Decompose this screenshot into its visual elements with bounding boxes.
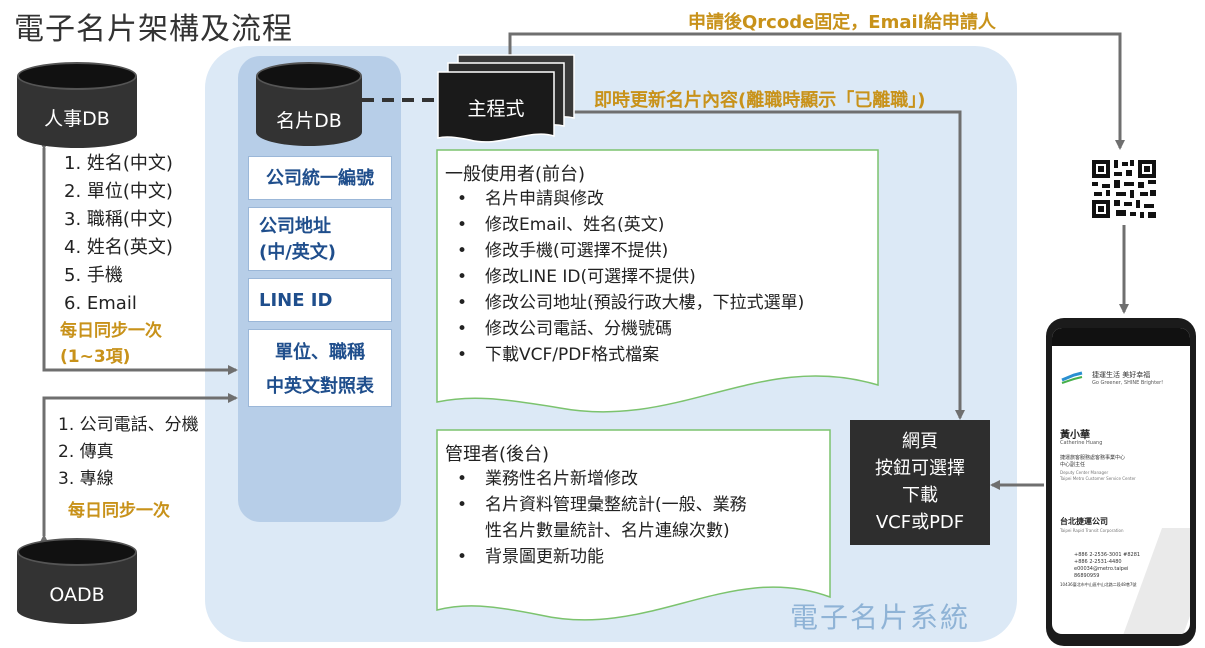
qr-note: 申請後Qrcode固定，Email給申請人 <box>688 12 996 33</box>
oa-field: 1. 公司電話、分機 <box>58 415 199 435</box>
card-title-en: Deputy Center Manager <box>1060 470 1109 475</box>
frontend-list: 名片申請與修改 修改Email、姓名(英文) 修改手機(可選擇不提供) 修改LI… <box>445 186 804 368</box>
card-title-zh: 捷運旅客服務處客務事業中心 <box>1060 455 1126 461</box>
backend-features: 管理者(後台) 業務性名片新增修改 名片資料管理彙整統計(一般、業務 性名片數量… <box>445 440 747 570</box>
webpage-download-box: 網頁 按鈕可選擇 下載 VCF或PDF <box>850 420 990 545</box>
qr-arrow <box>508 32 1125 150</box>
oa-field-list: 1. 公司電話、分機 2. 傳真 3. 專線 <box>58 412 199 493</box>
update-arrow <box>550 110 965 420</box>
card-company: 台北捷運公司 <box>1060 517 1108 526</box>
list-item: 修改手機(可選擇不提供) <box>445 238 804 264</box>
db-item-tax-id: 公司統一編號 <box>248 156 392 200</box>
oa-db-icon: OADB <box>17 538 137 624</box>
hr-field: 3. 職稱(中文) <box>64 209 173 230</box>
program-doc-front <box>437 71 555 143</box>
list-item-text: 名片資料管理彙整統計(一般、業務 <box>485 495 747 515</box>
update-note: 即時更新名片內容(離職時顯示「已離職」) <box>594 90 926 111</box>
card-slogan-en: Go Greener, SHINE Brighter! <box>1092 380 1164 386</box>
card-slogan: 捷運生活 美好幸福 <box>1092 371 1151 379</box>
phone-screen: 捷運生活 美好幸福 Go Greener, SHINE Brighter! 黃小… <box>1052 328 1190 634</box>
qr-code-icon <box>1090 158 1158 220</box>
page-title: 電子名片架構及流程 <box>14 12 293 47</box>
list-item: 背景圖更新功能 <box>445 544 747 570</box>
frontend-title: 一般使用者(前台) <box>445 164 586 185</box>
hr-field-list: 1. 姓名(中文) 2. 單位(中文) 3. 職稱(中文) 4. 姓名(英文) … <box>64 150 173 318</box>
list-item: 修改Email、姓名(英文) <box>445 212 804 238</box>
status-bar <box>1052 328 1190 346</box>
card-decoration <box>1121 528 1190 634</box>
card-title-en: Taipei Metro Customer Service Center <box>1060 476 1136 481</box>
card-db-icon: 名片DB <box>256 62 362 146</box>
card-tel: +886 2-2536-3001 #8281 <box>1074 552 1141 558</box>
db-item-label: (中/英文) <box>259 242 337 263</box>
main-program-label: 主程式 <box>467 98 525 120</box>
db-item-address: 公司地址 (中/英文) <box>248 207 392 271</box>
webpage-line: 網頁 <box>902 431 938 452</box>
card-title-zh: 中心副主任 <box>1060 462 1086 468</box>
list-item: 下載VCF/PDF格式檔案 <box>445 342 804 368</box>
list-item: 名片資料管理彙整統計(一般、業務 性名片數量統計、名片連線次數) <box>445 492 747 544</box>
list-item-text: 業務性名片新增修改 <box>485 469 638 489</box>
webpage-line: 下載 <box>902 485 938 506</box>
hr-sync-arrow <box>39 140 238 375</box>
list-item: 修改公司地址(預設行政大樓，下拉式選單) <box>445 290 804 316</box>
oa-sync-note: 每日同步一次 <box>68 501 170 521</box>
card-company-en: Taipei Rapid Transit Corporation <box>1060 528 1124 533</box>
list-item-text: 背景圖更新功能 <box>485 547 604 567</box>
oa-field: 2. 傳真 <box>58 442 114 462</box>
hr-db-label: 人事DB <box>44 108 110 130</box>
card-email: e00034@metro.taipei <box>1074 566 1129 572</box>
db-item-title-map: 單位、職稱 中英文對照表 <box>248 329 392 407</box>
hr-db-icon: 人事DB <box>17 62 137 148</box>
db-item-label: 公司統一編號 <box>266 168 374 189</box>
system-label: 電子名片系統 <box>790 601 971 634</box>
card-name-en: Catherine Huang <box>1060 440 1103 446</box>
card-address: 10436臺北市中山區中山北路二段48巷7號 <box>1060 582 1137 587</box>
list-item: 業務性名片新增修改 <box>445 466 747 492</box>
hr-field: 2. 單位(中文) <box>64 181 173 202</box>
list-item: 修改LINE ID(可選擇不提供) <box>445 264 804 290</box>
backend-list: 業務性名片新增修改 名片資料管理彙整統計(一般、業務 性名片數量統計、名片連線次… <box>445 466 747 570</box>
db-item-label: LINE ID <box>259 290 333 311</box>
oa-db-label: OADB <box>49 584 105 606</box>
backend-title: 管理者(後台) <box>445 444 550 465</box>
hr-field: 5. 手機 <box>64 265 123 286</box>
phone-mockup: 捷運生活 美好幸福 Go Greener, SHINE Brighter! 黃小… <box>1046 318 1196 646</box>
list-item: 修改公司電話、分機號碼 <box>445 316 804 342</box>
card-name: 黃小華 <box>1060 430 1090 441</box>
db-item-line-id: LINE ID <box>248 278 392 322</box>
db-item-label: 單位、職稱 <box>275 342 365 363</box>
hr-field: 1. 姓名(中文) <box>64 153 173 174</box>
webpage-line: VCF或PDF <box>875 512 965 533</box>
oa-sync-arrow <box>39 393 238 544</box>
card-db-label: 名片DB <box>276 110 342 132</box>
card-tel: +886 2-2531-4480 <box>1074 559 1122 565</box>
hr-field: 6. Email <box>64 293 137 314</box>
hr-sync-note: 每日同步一次 (1~3項) <box>60 318 162 370</box>
db-item-label: 公司地址 <box>259 216 331 237</box>
hr-sync-note-line: 每日同步一次 <box>60 321 162 341</box>
card-line: 86890959 <box>1074 573 1100 579</box>
list-item: 名片申請與修改 <box>445 186 804 212</box>
hr-sync-note-line: (1~3項) <box>60 347 131 367</box>
metro-logo-icon <box>1060 370 1084 384</box>
hr-field: 4. 姓名(英文) <box>64 237 173 258</box>
webpage-line: 按鈕可選擇 <box>875 458 965 479</box>
db-item-label: 中英文對照表 <box>266 376 374 397</box>
frontend-features: 一般使用者(前台) 名片申請與修改 修改Email、姓名(英文) 修改手機(可選… <box>445 160 804 368</box>
oa-field: 3. 專線 <box>58 469 114 489</box>
list-item-text: 性名片數量統計、名片連線次數) <box>485 521 730 541</box>
